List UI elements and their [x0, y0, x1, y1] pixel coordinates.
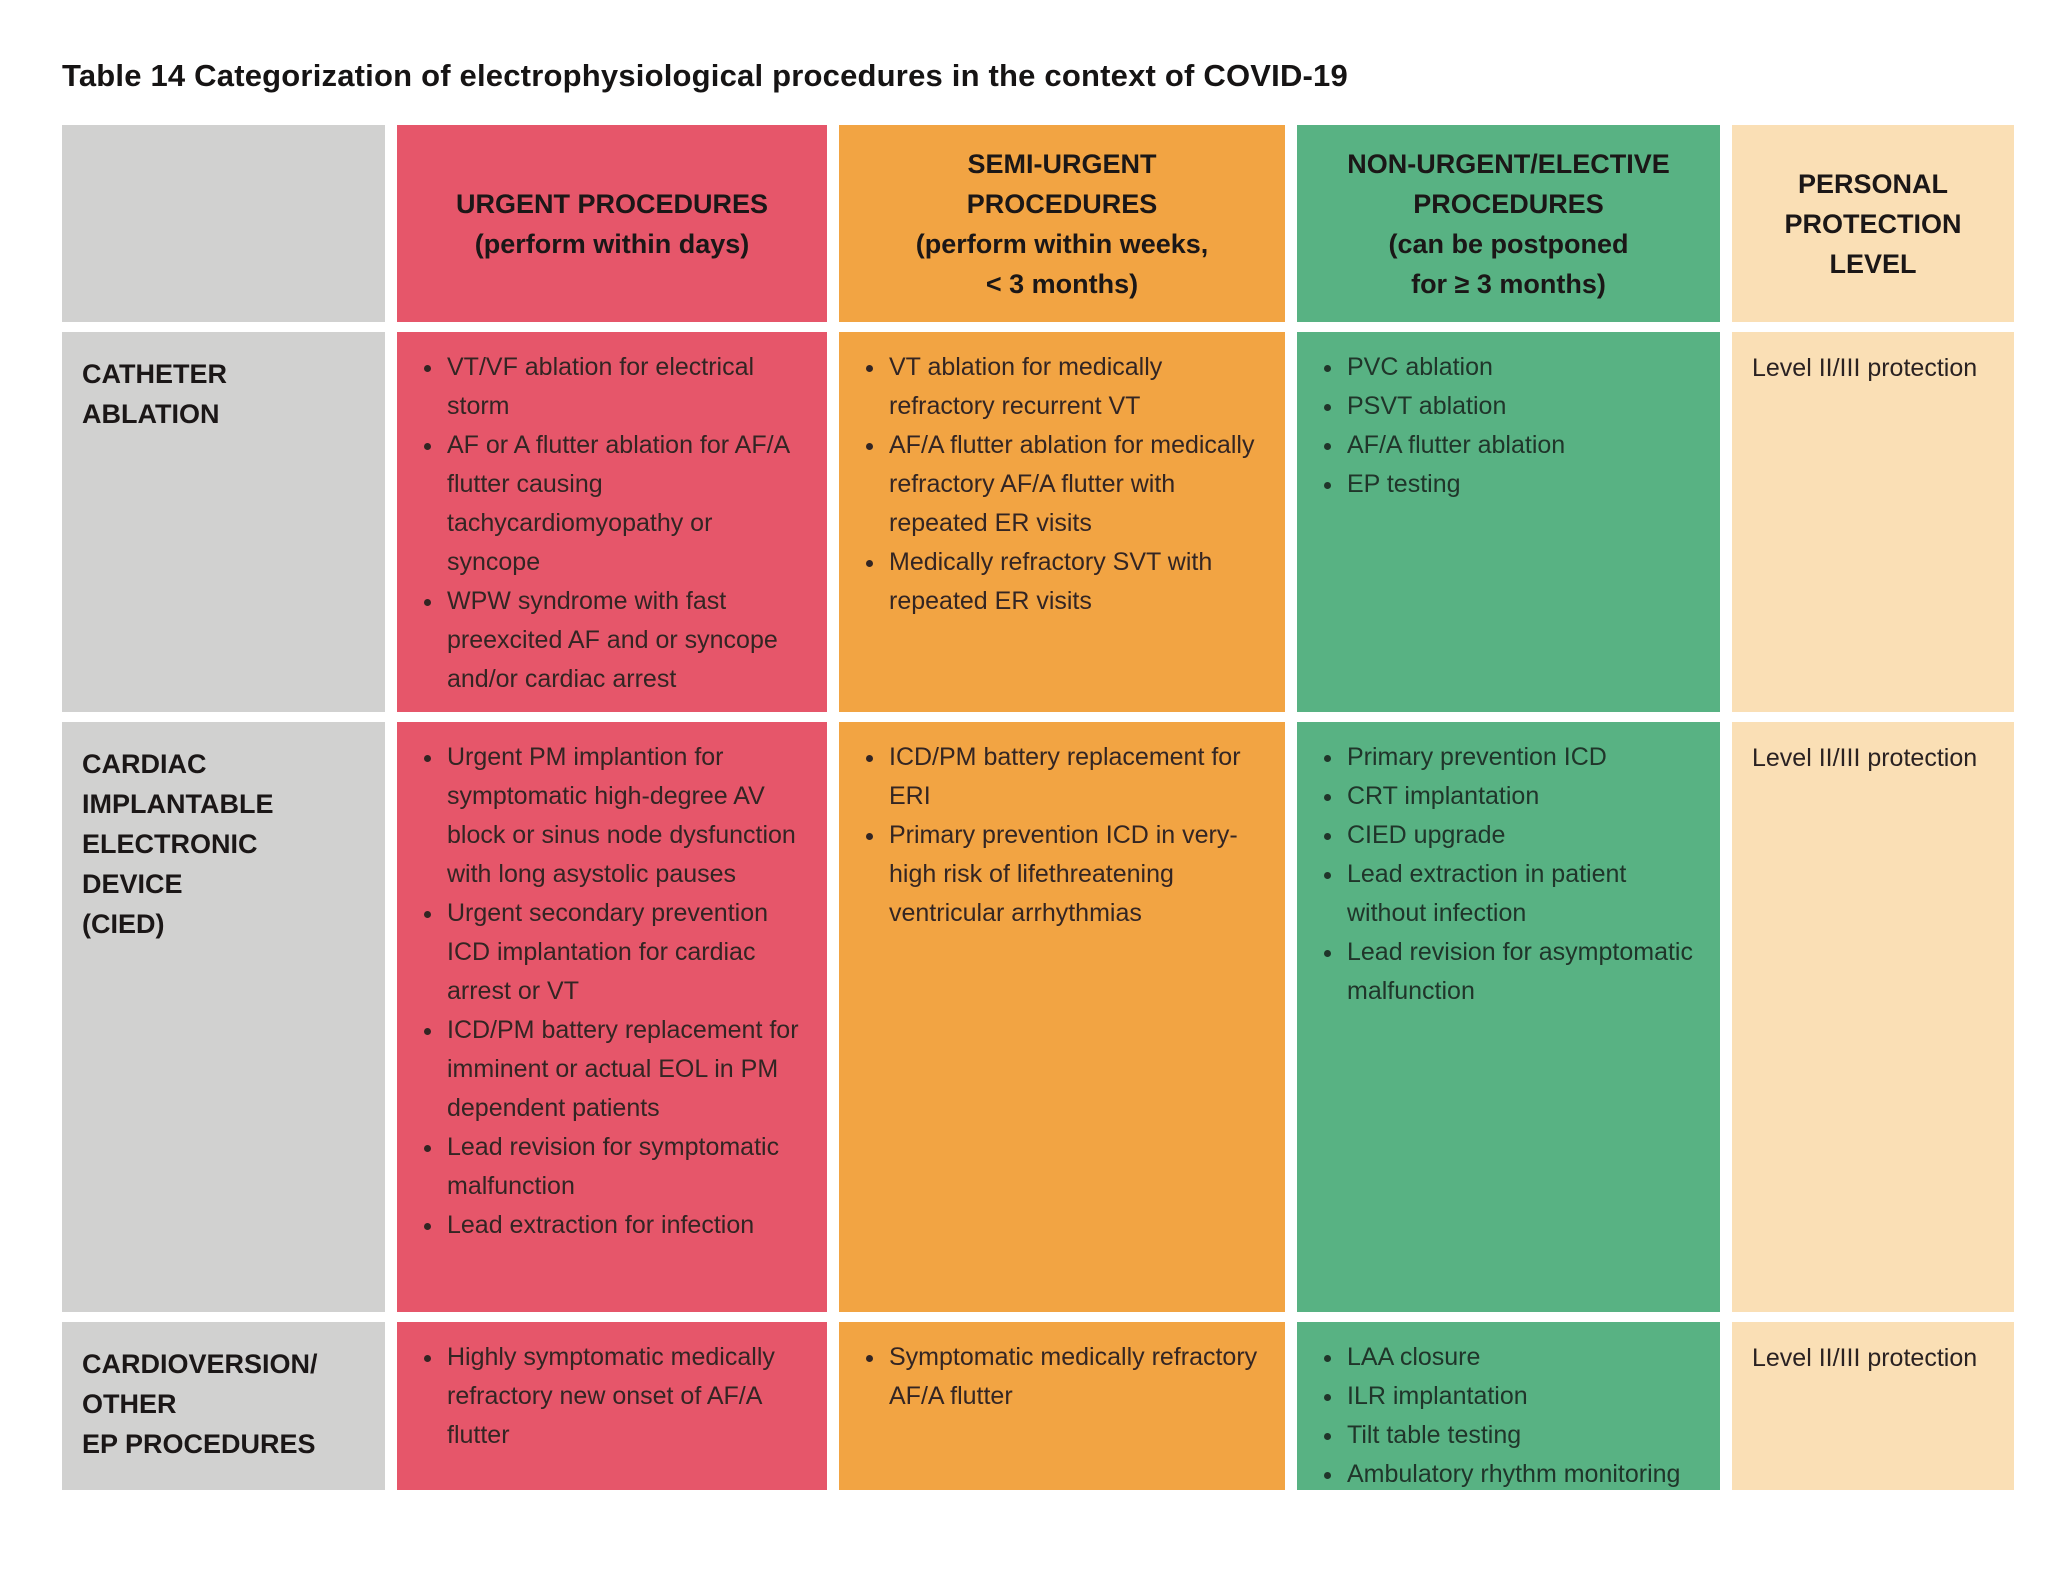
procedure-item: EP testing [1345, 465, 1704, 504]
row-label-line: CARDIAC [82, 749, 207, 779]
procedure-item: ILR implantation [1345, 1377, 1704, 1416]
header-protection-line: LEVEL [1829, 248, 1917, 279]
cell-cardioversion-semi-urgent: Symptomatic medically refractory AF/A fl… [839, 1322, 1285, 1490]
row-label-line: EP PROCEDURES [82, 1429, 316, 1459]
cell-cardioversion-protection: Level II/III protection [1732, 1322, 2014, 1490]
procedure-item: VT/VF ablation for electrical storm [445, 348, 811, 426]
row-label-line: CARDIOVERSION/ [82, 1349, 318, 1379]
procedure-item: AF or A flutter ablation for AF/A flutte… [445, 426, 811, 582]
header-semi-line: SEMI-URGENT [967, 148, 1157, 179]
header-non-urgent: NON-URGENT/ELECTIVE PROCEDURES (can be p… [1297, 125, 1720, 322]
procedure-item: LAA closure [1345, 1338, 1704, 1377]
header-semi-line: PROCEDURES [966, 188, 1158, 219]
table-title: Table 14 Categorization of electrophysio… [62, 58, 1348, 93]
cell-cied-urgent: Urgent PM implantion for symptomatic hig… [397, 722, 827, 1312]
protection-level: Level II/III protection [1752, 354, 1978, 382]
cell-cied-semi-urgent: ICD/PM battery replacement for ERI Prima… [839, 722, 1285, 1312]
procedure-item: ICD/PM battery replacement for ERI [887, 738, 1269, 816]
procedure-item: Lead revision for asymptomatic malfuncti… [1345, 933, 1704, 1011]
cell-catheter-urgent: VT/VF ablation for electrical storm AF o… [397, 332, 827, 712]
protection-level: Level II/III protection [1752, 744, 1978, 772]
header-urgent-line: (perform within days) [474, 228, 750, 259]
procedure-item: Primary prevention ICD in very-high risk… [887, 816, 1269, 933]
header-semi-urgent: SEMI-URGENT PROCEDURES (perform within w… [839, 125, 1285, 322]
row-label-catheter-ablation: CATHETER ABLATION [62, 332, 385, 712]
procedure-item: AF/A flutter ablation [1345, 426, 1704, 465]
header-urgent-line: URGENT PROCEDURES [455, 188, 769, 219]
header-protection: PERSONAL PROTECTION LEVEL [1732, 125, 2014, 322]
row-label-line: CATHETER [82, 359, 227, 389]
cell-catheter-protection: Level II/III protection [1732, 332, 2014, 712]
procedures-table: URGENT PROCEDURES (perform within days) … [62, 125, 2014, 1490]
procedure-item: Lead revision for symptomatic malfunctio… [445, 1128, 811, 1206]
procedure-item: Primary prevention ICD [1345, 738, 1704, 777]
procedure-list: VT/VF ablation for electrical storm AF o… [411, 348, 811, 699]
procedure-item: Tilt table testing [1345, 1416, 1704, 1455]
row-label-line: OTHER [82, 1389, 177, 1419]
procedure-item: Medically refractory SVT with repeated E… [887, 543, 1269, 621]
row-label-line: (CIED) [82, 909, 165, 939]
header-non-line: PROCEDURES [1413, 188, 1604, 219]
cell-cied-non-urgent: Primary prevention ICD CRT implantation … [1297, 722, 1720, 1312]
header-semi-line: < 3 months) [985, 268, 1139, 299]
header-non-line: (can be postponed [1388, 228, 1629, 259]
row-label-line: DEVICE [82, 869, 183, 899]
procedure-item: Urgent secondary prevention ICD implanta… [445, 894, 811, 1011]
procedure-item: Symptomatic medically refractory AF/A fl… [887, 1338, 1269, 1416]
header-protection-line: PERSONAL [1797, 168, 1949, 199]
procedure-list: Highly symptomatic medically refractory … [411, 1338, 811, 1455]
cell-cardioversion-non-urgent: LAA closure ILR implantation Tilt table … [1297, 1322, 1720, 1490]
procedure-item: WPW syndrome with fast preexcited AF and… [445, 582, 811, 699]
procedure-list: Urgent PM implantion for symptomatic hig… [411, 738, 811, 1245]
procedure-item: Lead extraction for infection [445, 1206, 811, 1245]
row-label-line: ELECTRONIC [82, 829, 258, 859]
row-label-line: IMPLANTABLE [82, 789, 274, 819]
procedure-item: Ambulatory rhythm monitoring [1345, 1455, 1704, 1490]
procedure-item: CIED upgrade [1345, 816, 1704, 855]
cell-cardioversion-urgent: Highly symptomatic medically refractory … [397, 1322, 827, 1490]
procedure-item: AF/A flutter ablation for medically refr… [887, 426, 1269, 543]
header-non-line: NON-URGENT/ELECTIVE [1347, 148, 1670, 179]
cell-catheter-non-urgent: PVC ablation PSVT ablation AF/A flutter … [1297, 332, 1720, 712]
protection-level: Level II/III protection [1752, 1344, 1978, 1372]
header-non-line: for ≥ 3 months) [1411, 268, 1606, 299]
cell-cied-protection: Level II/III protection [1732, 722, 2014, 1312]
procedure-list: PVC ablation PSVT ablation AF/A flutter … [1311, 348, 1704, 504]
cell-catheter-semi-urgent: VT ablation for medically refractory rec… [839, 332, 1285, 712]
procedure-list: LAA closure ILR implantation Tilt table … [1311, 1338, 1704, 1490]
header-protection-line: PROTECTION [1784, 208, 1962, 239]
row-label-cied: CARDIAC IMPLANTABLE ELECTRONIC DEVICE (C… [62, 722, 385, 1312]
procedure-list: Symptomatic medically refractory AF/A fl… [853, 1338, 1269, 1416]
procedure-item: PVC ablation [1345, 348, 1704, 387]
row-label-cardioversion: CARDIOVERSION/ OTHER EP PROCEDURES [62, 1322, 385, 1490]
procedure-item: Lead extraction in patient without infec… [1345, 855, 1704, 933]
procedure-list: VT ablation for medically refractory rec… [853, 348, 1269, 621]
corner-cell [62, 125, 385, 322]
procedure-item: Urgent PM implantion for symptomatic hig… [445, 738, 811, 894]
header-urgent: URGENT PROCEDURES (perform within days) [397, 125, 827, 322]
procedure-item: PSVT ablation [1345, 387, 1704, 426]
procedure-item: Highly symptomatic medically refractory … [445, 1338, 811, 1455]
procedure-item: CRT implantation [1345, 777, 1704, 816]
row-label-line: ABLATION [82, 399, 220, 429]
header-semi-line: (perform within weeks, [915, 228, 1209, 259]
procedure-item: VT ablation for medically refractory rec… [887, 348, 1269, 426]
procedure-item: ICD/PM battery replacement for imminent … [445, 1011, 811, 1128]
procedure-list: Primary prevention ICD CRT implantation … [1311, 738, 1704, 1011]
procedure-list: ICD/PM battery replacement for ERI Prima… [853, 738, 1269, 933]
